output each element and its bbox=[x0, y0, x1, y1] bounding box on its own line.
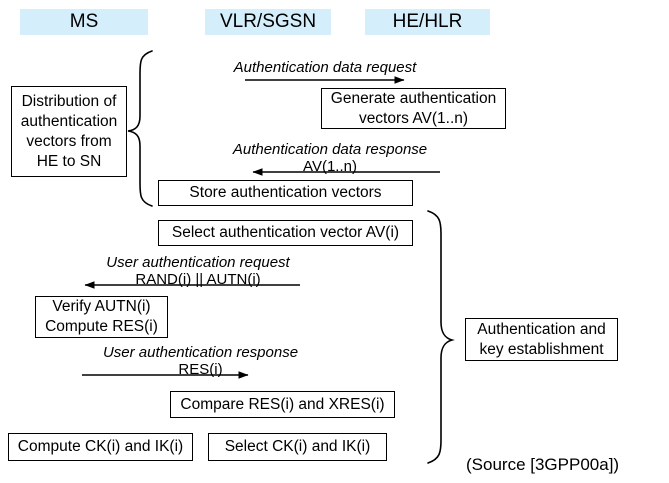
message-auth-data-response-payload: AV(1..n) bbox=[220, 158, 440, 176]
phase-auth-key-line-1: Authentication and bbox=[477, 320, 606, 338]
brace-authentication-key-establishment bbox=[427, 210, 455, 464]
source-note-text: (Source [3GPP00a]) bbox=[466, 455, 620, 474]
message-user-auth-response-payload-text: RES(i) bbox=[178, 361, 223, 378]
process-box-store-av: Store authentication vectors bbox=[158, 180, 413, 206]
process-box-verify-autn: Verify AUTN(i) Compute RES(i) bbox=[35, 296, 168, 338]
phase-auth-key-line-2: key establishment bbox=[479, 340, 604, 358]
verify-autn-line-1: Verify AUTN(i) bbox=[52, 298, 151, 315]
message-user-auth-response-text: User authentication response bbox=[102, 344, 299, 361]
message-user-auth-request-payload: RAND(i) || AUTN(i) bbox=[88, 271, 308, 289]
generate-av-line-2: vectors AV(1..n) bbox=[358, 109, 469, 127]
select-ck-ik-line-1: Select CK(i) and IK(i) bbox=[224, 438, 371, 455]
message-user-auth-response-label: User authentication response bbox=[88, 344, 313, 362]
phase-label-distribution: Distribution of authentication vectors f… bbox=[11, 86, 127, 177]
message-user-auth-response-payload: RES(i) bbox=[88, 361, 313, 379]
phase-distribution-line-1: Distribution of bbox=[21, 92, 117, 110]
generate-av-line-1: Generate authentication bbox=[330, 89, 497, 107]
message-user-auth-request-payload-text: RAND(i) || AUTN(i) bbox=[135, 271, 261, 288]
message-auth-data-response-payload-text: AV(1..n) bbox=[303, 158, 357, 175]
message-user-auth-request-label: User authentication request bbox=[88, 254, 308, 272]
process-box-select-av: Select authentication vector AV(i) bbox=[158, 220, 413, 246]
message-user-auth-request-text: User authentication request bbox=[106, 254, 290, 271]
process-box-generate-av: Generate authentication vectors AV(1..n) bbox=[321, 88, 506, 129]
column-header-he-hlr: HE/HLR bbox=[365, 9, 490, 35]
process-box-compare-res: Compare RES(i) and XRES(i) bbox=[170, 391, 395, 418]
source-note: (Source [3GPP00a]) bbox=[466, 455, 619, 475]
phase-distribution-line-4: HE to SN bbox=[36, 152, 102, 170]
process-box-compute-ck-ik: Compute CK(i) and IK(i) bbox=[8, 433, 193, 461]
process-box-select-ck-ik: Select CK(i) and IK(i) bbox=[208, 433, 387, 461]
message-auth-data-request-text: Authentication data request bbox=[233, 59, 417, 76]
column-header-vlr-sgsn-label: VLR/SGSN bbox=[219, 11, 317, 32]
column-header-ms: MS bbox=[20, 9, 148, 35]
phase-label-authentication-key-establishment: Authentication and key establishment bbox=[465, 318, 618, 361]
verify-autn-line-2: Compute RES(i) bbox=[45, 318, 158, 335]
select-av-line-1: Select authentication vector AV(i) bbox=[171, 224, 400, 241]
compare-res-line-1: Compare RES(i) and XRES(i) bbox=[180, 395, 385, 413]
message-auth-data-response-label: Authentication data response bbox=[220, 141, 440, 159]
message-auth-data-response-text: Authentication data response bbox=[232, 141, 428, 158]
column-header-vlr-sgsn: VLR/SGSN bbox=[205, 9, 331, 35]
compute-ck-ik-line-1: Compute CK(i) and IK(i) bbox=[17, 438, 184, 455]
phase-distribution-line-3: vectors from bbox=[26, 132, 112, 150]
column-header-he-hlr-label: HE/HLR bbox=[392, 11, 463, 32]
column-header-ms-label: MS bbox=[69, 11, 99, 32]
brace-distribution-phase bbox=[127, 50, 153, 207]
store-av-line-1: Store authentication vectors bbox=[189, 184, 382, 201]
message-auth-data-request-label: Authentication data request bbox=[230, 59, 420, 77]
phase-distribution-line-2: authentication bbox=[20, 112, 118, 130]
